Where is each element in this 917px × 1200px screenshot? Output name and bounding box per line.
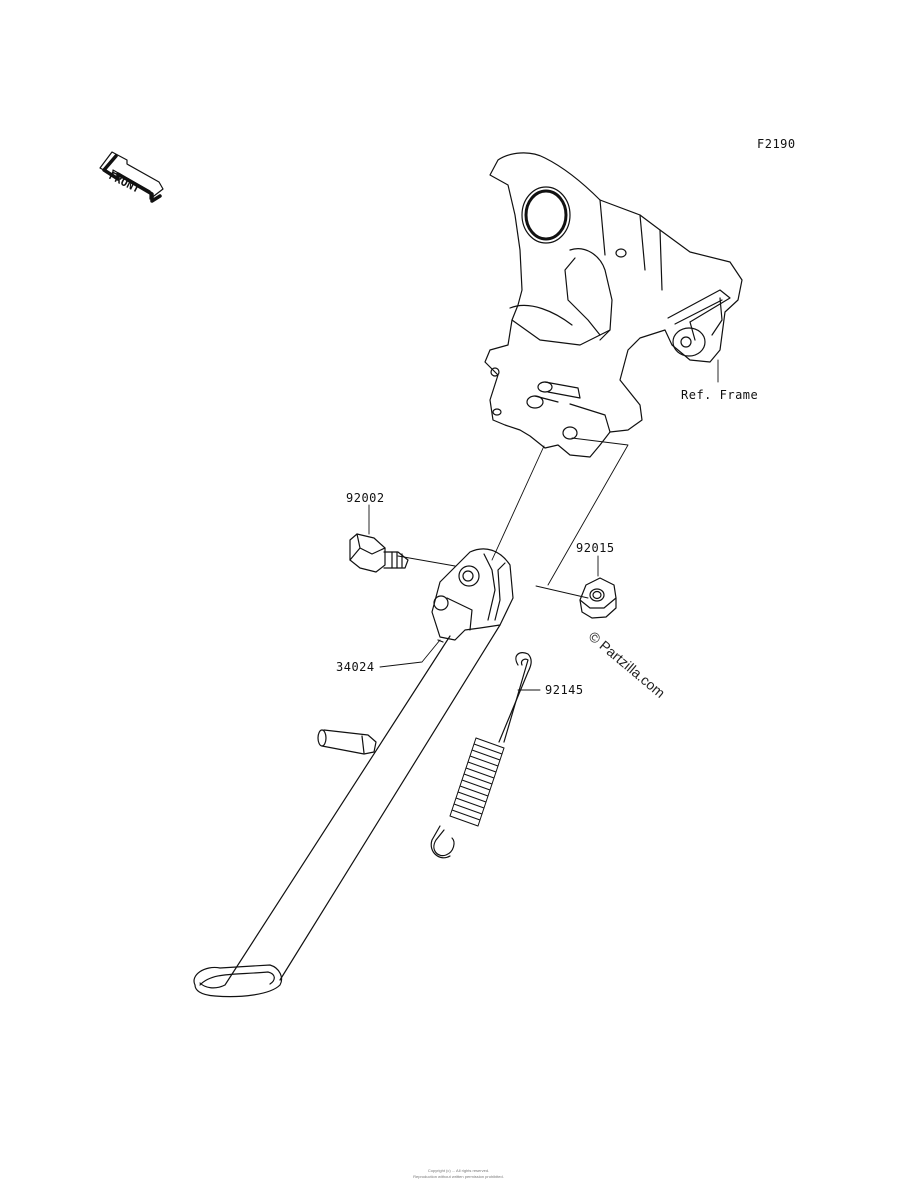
part-number-92015[interactable]: 92015 — [576, 541, 615, 555]
front-arrow-label: FRONT — [107, 169, 143, 196]
side-stand-34024 — [193, 548, 514, 998]
ref-frame-label: Ref. Frame — [681, 388, 759, 402]
copyright-line-1: Copyright (c) ... All rights reserved. — [427, 1168, 490, 1173]
alignment-lines — [397, 437, 629, 599]
part-number-34024[interactable]: 34024 — [336, 660, 375, 674]
spring-92145 — [430, 652, 532, 859]
nut-92015 — [579, 577, 617, 619]
part-number-92145[interactable]: 92145 — [545, 683, 584, 697]
front-arrow-icon: FRONT — [99, 151, 164, 203]
part-number-92002[interactable]: 92002 — [346, 491, 385, 505]
diagram-code: F2190 — [757, 137, 796, 151]
frame-bracket — [484, 152, 743, 458]
bolt-92002 — [349, 533, 409, 573]
part-leaders — [368, 504, 599, 691]
copyright-line-2: Reproduction without written permission … — [413, 1174, 504, 1179]
